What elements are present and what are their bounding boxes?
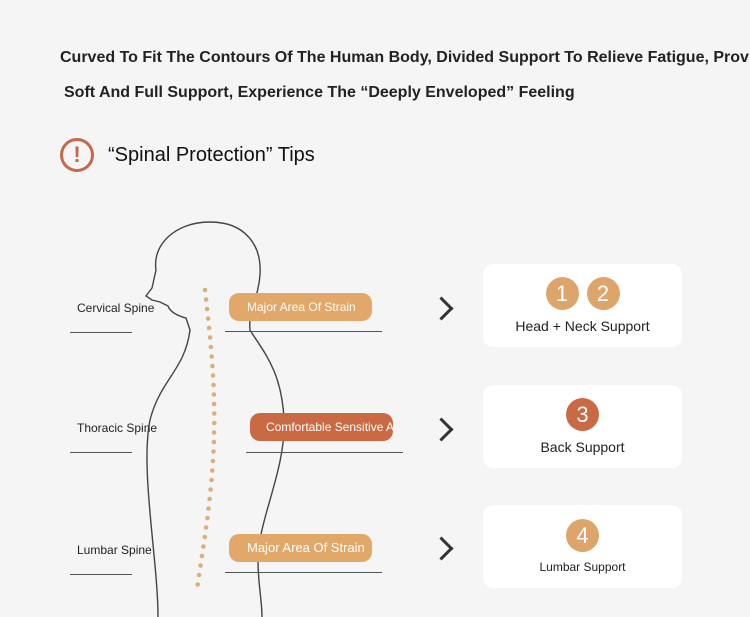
- cervical-spine-label: Cervical Spine: [77, 301, 155, 315]
- spine-dot: [209, 477, 214, 483]
- card-head-neck-support: 1 2 Head + Neck Support: [483, 264, 682, 347]
- spine-dot: [201, 544, 206, 549]
- badge-number-1: 1: [545, 277, 579, 310]
- pill-rule-1: [225, 331, 382, 332]
- card-label: Head + Neck Support: [515, 318, 650, 334]
- thoracic-spine-rule: [70, 452, 132, 453]
- pill-major-strain-1: Major Area Of Strain: [229, 293, 372, 321]
- spine-dot: [206, 325, 212, 331]
- spine-dot: [211, 449, 216, 454]
- spine-dot: [199, 553, 205, 559]
- spine-dot: [212, 420, 217, 426]
- badges-row-2: 3: [566, 398, 599, 431]
- pill-text: Major Area Of Strain: [247, 540, 365, 555]
- card-lumbar-support: 4 Lumbar Support: [483, 505, 682, 588]
- pill-rule-3: [225, 572, 382, 573]
- spine-dot: [211, 439, 217, 445]
- pill-text: Major Area Of Strain: [247, 300, 356, 314]
- spine-dot: [205, 515, 210, 521]
- spine-dot: [203, 297, 209, 302]
- tips-header: ! “Spinal Protection” Tips: [60, 138, 315, 172]
- spine-dot: [205, 316, 211, 321]
- spine-dot: [195, 582, 200, 587]
- spine-dot: [207, 335, 213, 340]
- pill-major-strain-2: Major Area Of Strain: [229, 534, 372, 562]
- spine-dot: [212, 411, 217, 416]
- spine-dot: [207, 496, 212, 502]
- spine-dot: [210, 363, 215, 369]
- body-outline-path: [144, 221, 285, 617]
- card-back-support: 3 Back Support: [483, 385, 682, 468]
- spine-dot: [211, 382, 216, 388]
- spine-dot: [198, 563, 203, 568]
- spine-dot: [202, 534, 208, 540]
- tips-title: “Spinal Protection” Tips: [108, 143, 315, 166]
- pill-comfortable-sensitive: Comfortable Sensitive A: [250, 413, 393, 441]
- lumbar-spine-rule: [70, 574, 132, 575]
- pill-text: Comfortable Sensitive A: [266, 420, 393, 434]
- spine-dot: [206, 506, 211, 511]
- intro-line-1: Curved To Fit The Contours Of The Human …: [60, 49, 750, 66]
- spine-dot: [211, 401, 217, 407]
- exclamation-circle-icon: !: [60, 138, 94, 172]
- lumbar-spine-label: Lumbar Spine: [77, 543, 152, 557]
- spine-dot: [210, 373, 216, 378]
- card-label: Lumbar Support: [539, 560, 626, 574]
- card-label: Back Support: [540, 439, 625, 455]
- intro-line-2: Soft And Full Support, Experience The “D…: [64, 84, 575, 101]
- badge-number-2: 2: [586, 277, 620, 310]
- spine-dot: [203, 525, 209, 530]
- spine-dot: [209, 354, 214, 359]
- spine-dot: [211, 430, 217, 435]
- spine-dot: [196, 572, 202, 578]
- intro-text: Curved To Fit The Contours Of The Human …: [60, 40, 750, 110]
- spine-dot: [210, 458, 216, 464]
- spine-dot: [208, 344, 214, 350]
- badge-number-4: 4: [566, 519, 599, 552]
- spine-dot: [204, 306, 210, 312]
- spine-dots: [195, 287, 217, 587]
- thoracic-spine-label: Thoracic Spine: [77, 421, 158, 435]
- badge-number-3: 3: [566, 398, 599, 431]
- pill-rule-2: [246, 452, 403, 453]
- spine-dot: [202, 287, 208, 293]
- badges-row-1: 1 2: [545, 277, 620, 310]
- cervical-spine-rule: [70, 332, 132, 333]
- spine-dot: [210, 468, 215, 473]
- spine-dot: [211, 392, 217, 397]
- spine-dot: [208, 487, 213, 492]
- badges-row-3: 4: [566, 519, 599, 552]
